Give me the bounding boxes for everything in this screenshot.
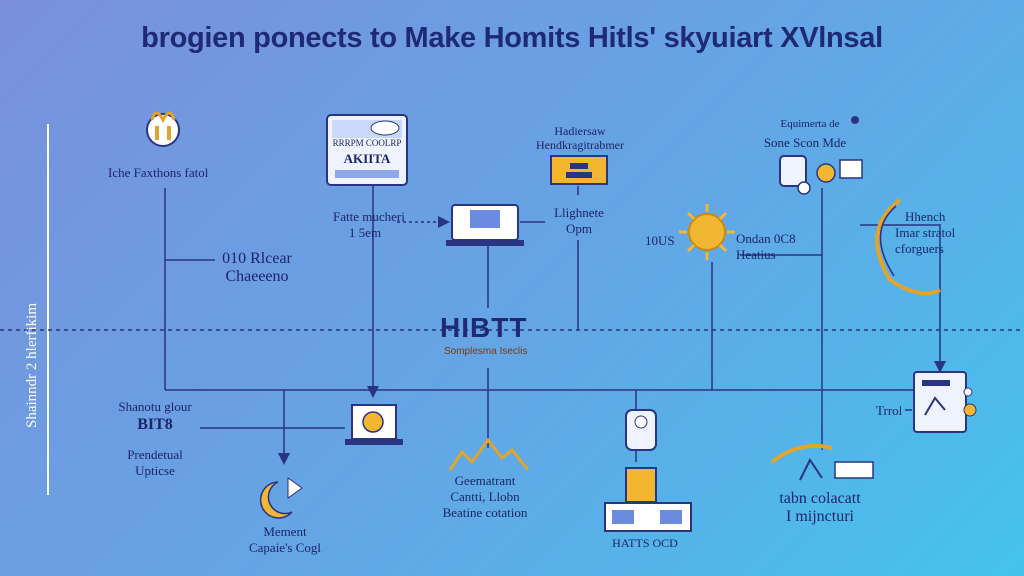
- arc-icon: [875, 198, 941, 296]
- server-icon: [446, 204, 524, 246]
- label-fatte-1: Fatte mucheri: [333, 209, 405, 224]
- label-bl-4: Upticse: [135, 463, 175, 478]
- label-moon-1: Mement: [263, 524, 307, 539]
- label-fr-2: Imar stratol: [895, 225, 956, 240]
- label-br2-1: tabn colacatt: [779, 490, 861, 507]
- label-moon-2: Capaie's Cogl: [248, 540, 322, 555]
- card-icon: [326, 114, 408, 186]
- landscape-icon: [770, 443, 874, 481]
- connector-far-right: [860, 224, 946, 373]
- label-bc-1: Geematrant: [454, 473, 516, 488]
- document-icon: [913, 371, 977, 433]
- label-tr-2: Sone Scon Mde: [763, 135, 847, 150]
- label-light-2: Opm: [566, 221, 592, 236]
- cluster-icon: [779, 116, 863, 195]
- box-icon: [550, 155, 608, 185]
- label-bc-2: Cantti, Llobn: [450, 489, 520, 504]
- device-icon: [604, 467, 692, 532]
- label-tc-2: Hendkragitrabmer: [536, 138, 624, 152]
- mountain-icon: [448, 437, 530, 471]
- label-bc-3: Beatine cotation: [442, 505, 528, 520]
- page-title: brogien ponects to Make Homits Hitls' sk…: [141, 22, 883, 54]
- label-fr-1: Hhench: [905, 209, 946, 224]
- label-tr-1: Equimerta de: [780, 118, 840, 130]
- emblem-icon: [146, 111, 180, 147]
- laptop-icon: [345, 404, 403, 445]
- label-sun-prefix: 10US: [645, 233, 675, 248]
- label-trrol: Trrol: [876, 403, 903, 418]
- label-bc2: HATTS OCD: [612, 536, 678, 550]
- hub-subtitle: Somplesma Iseclis: [444, 346, 528, 357]
- side-label: Shainndr 2 hlerfikim: [24, 303, 40, 428]
- label-tc-1: Hadiersaw: [554, 124, 606, 138]
- sun-icon: [679, 204, 735, 260]
- label-rlcear-2: Chaeeeno: [225, 268, 289, 285]
- label-bl-3: Prendetual: [127, 447, 183, 462]
- label-sun-2: Heatius: [736, 247, 776, 262]
- label-top-left: Iche Faxthons fatol: [108, 165, 209, 180]
- moon-icon: [259, 477, 303, 519]
- label-sun-1: Ondan 0C8: [736, 231, 796, 246]
- globe-icon: [625, 409, 657, 451]
- label-rlcear-1: 010 Rlcear: [222, 250, 292, 267]
- card-label: AKIITA: [343, 151, 391, 166]
- label-light-1: Llighnete: [554, 205, 604, 220]
- card-header: RRRPM COOLRP: [332, 138, 402, 148]
- label-bl-1: Shanotu glour: [118, 399, 192, 414]
- label-br2-2: I mijncturi: [786, 508, 854, 525]
- hub-title: HIBTT: [440, 312, 528, 343]
- label-fatte-2: 1 5em: [348, 225, 382, 240]
- label-fr-3: cforguers: [895, 241, 944, 256]
- label-bl-2: BIT8: [137, 416, 173, 433]
